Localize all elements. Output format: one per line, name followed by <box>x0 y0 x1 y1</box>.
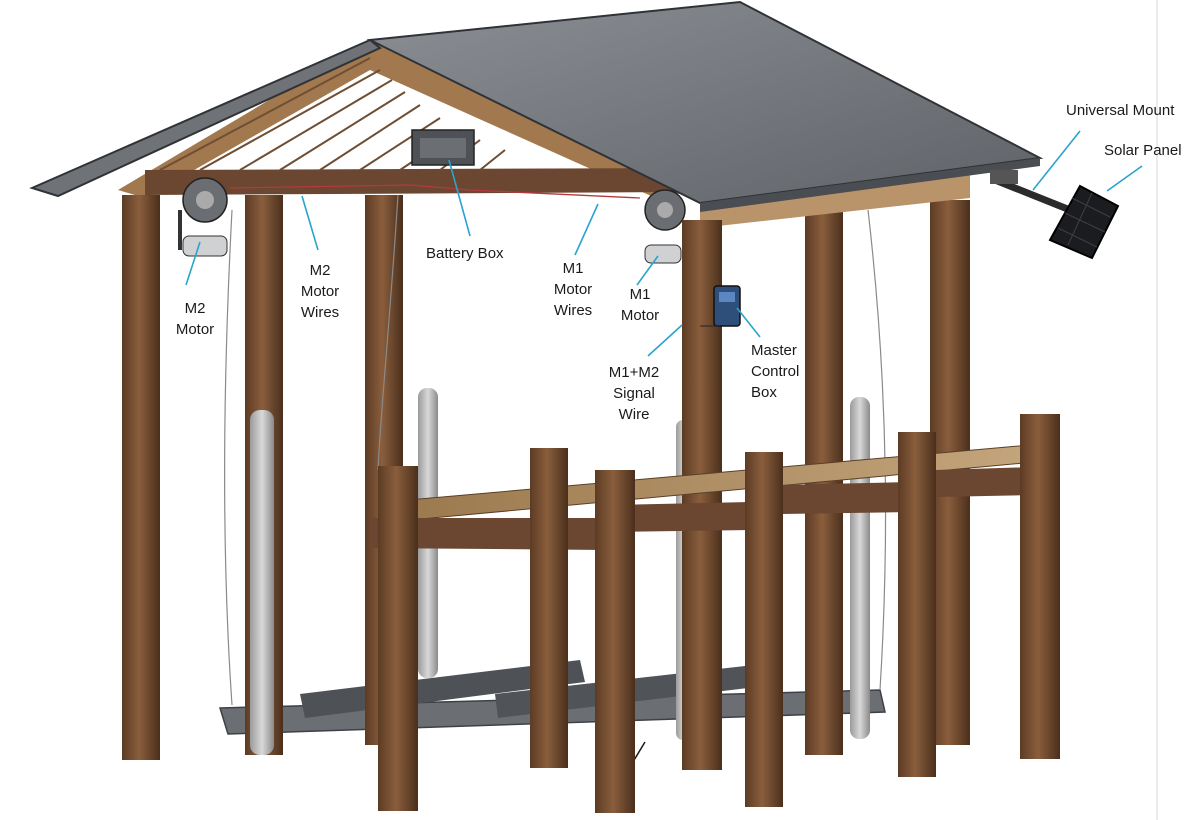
m1-motor <box>644 189 686 264</box>
leader-lines <box>185 130 1143 357</box>
master-control-box <box>700 285 741 327</box>
dock <box>372 414 1060 813</box>
solar-assembly <box>990 170 1120 260</box>
battery-box <box>411 129 475 166</box>
label-battery-box: Battery Box <box>426 245 504 262</box>
label-universal-mount: Universal Mount <box>1066 102 1175 119</box>
m2-motor <box>178 177 228 257</box>
post-left-front <box>122 195 160 760</box>
right-edge-rule <box>1156 0 1158 820</box>
motor-wires <box>229 184 641 199</box>
label-solar-panel: Solar Panel <box>1104 142 1182 159</box>
roof <box>29 0 1044 212</box>
